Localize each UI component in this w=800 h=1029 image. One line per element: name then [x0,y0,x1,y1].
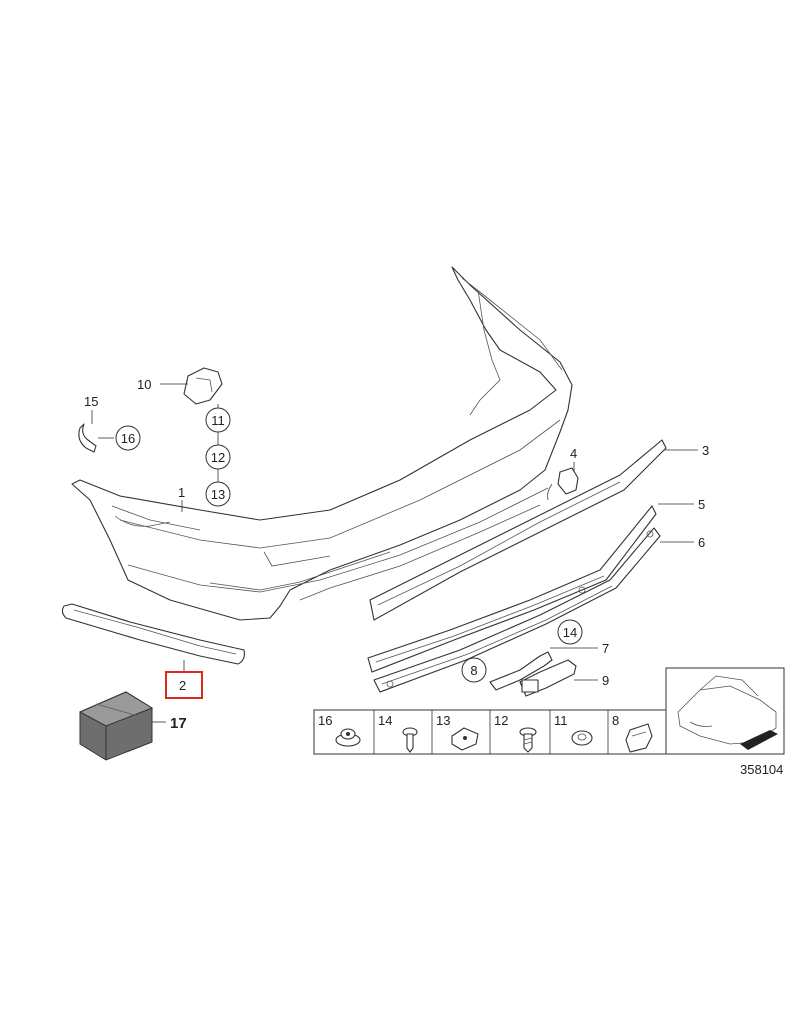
callout-4: 4 [570,446,577,461]
callout-6: 6 [698,535,705,550]
bracket-10[interactable] [183,367,223,405]
callout-10: 10 [137,377,151,392]
callout-16: 16 [121,431,135,446]
strip-label-12: 12 [494,713,508,728]
callout-15: 15 [84,394,98,409]
reinforcement-5[interactable] [367,505,657,673]
screw-12[interactable] [519,727,537,753]
callout-2-highlight [165,671,203,699]
nut-16[interactable] [335,728,361,747]
callout-7: 7 [602,641,609,656]
strip-label-13: 13 [436,713,450,728]
callout-11: 11 [211,413,225,428]
trim-strip-3[interactable] [369,439,667,621]
callout-3: 3 [702,443,709,458]
clip-4[interactable] [547,467,579,501]
push-pin-14[interactable] [402,727,418,753]
callout-13: 13 [211,487,225,502]
hook-15[interactable] [78,423,97,453]
diagram-id: 358104 [740,762,783,777]
callouts: 1 2 3 4 5 6 7 9 10 15 17 16 11 12 13 14 … [84,377,709,732]
strip-label-16: 16 [318,713,332,728]
bracket-9[interactable] [519,659,577,697]
strip-label-11: 11 [554,713,568,728]
callout-2: 2 [179,678,186,693]
strip-label-8: 8 [612,713,619,728]
box-17[interactable] [78,691,154,761]
lower-trim-strip[interactable] [61,603,245,665]
callout-1: 1 [178,485,185,500]
fastener-strip: 16 14 13 12 11 8 [313,709,667,755]
leader-lines [91,383,698,723]
callout-12: 12 [211,450,225,465]
clip-nut-13[interactable] [451,727,479,751]
callout-14: 14 [563,625,577,640]
strip-label-14: 14 [378,713,392,728]
callout-8: 8 [470,663,477,678]
callout-9: 9 [602,673,609,688]
callout-5: 5 [698,497,705,512]
bumper-cover[interactable] [71,266,573,621]
callout-17: 17 [170,715,187,732]
bracket-rail-6[interactable] [373,527,661,693]
bracket-7[interactable] [489,651,553,691]
clip-8[interactable] [625,723,653,753]
nut-11[interactable] [571,730,593,746]
car-thumbnail [665,667,785,755]
